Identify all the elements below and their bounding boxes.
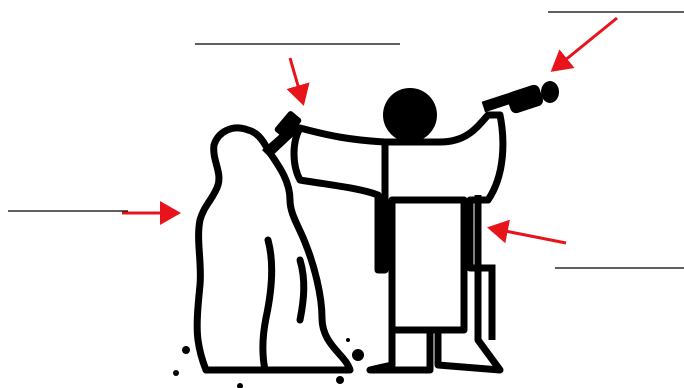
arrow-to-tool <box>290 58 303 103</box>
stone-statue-icon <box>197 128 350 370</box>
mallet-icon <box>482 81 559 115</box>
arrow-to-mallet <box>553 18 617 70</box>
arrow-to-apron <box>490 228 566 243</box>
